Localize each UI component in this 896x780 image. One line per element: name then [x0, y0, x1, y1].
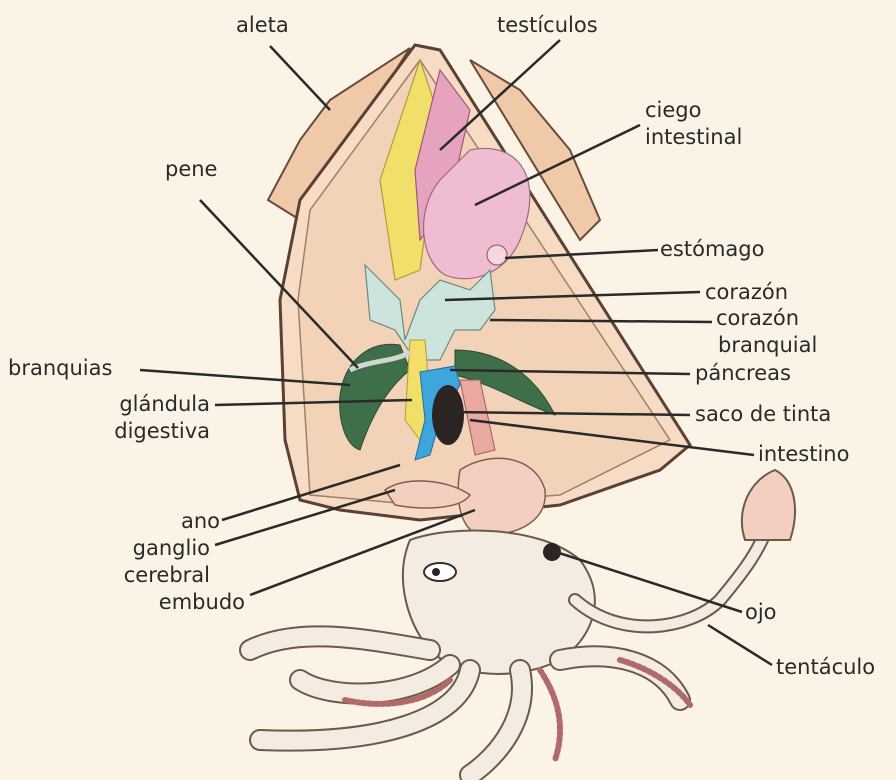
leader-aleta	[270, 46, 330, 110]
funnel-shape	[458, 458, 545, 535]
label-tentaculo: tentáculo	[776, 655, 875, 679]
label-estomago: estómago	[660, 237, 764, 261]
leader-tentaculo	[708, 625, 772, 665]
label-embudo: embudo	[130, 590, 245, 614]
label-ganglio-line1: ganglio	[100, 536, 210, 560]
label-pancreas: páncreas	[695, 361, 791, 385]
label-ciego-line2: intestinal	[645, 125, 742, 149]
label-glandula-line1: glándula	[95, 392, 210, 416]
label-pene: pene	[165, 157, 217, 181]
label-corazon-branquial-line1: corazón	[716, 306, 799, 330]
stomach-shape	[487, 245, 507, 265]
label-glandula-line2: digestiva	[95, 419, 210, 443]
label-ojo: ojo	[745, 600, 777, 624]
label-corazon-branquial-line2: branquial	[718, 333, 817, 357]
ink-sac-shape	[432, 385, 464, 445]
label-aleta: aleta	[236, 13, 289, 37]
label-saco-tinta: saco de tinta	[695, 402, 831, 426]
label-intestino: intestino	[758, 442, 849, 466]
arm-4-fill	[470, 670, 522, 775]
label-ano: ano	[110, 509, 220, 533]
label-ciego-line1: ciego	[645, 98, 701, 122]
suckers-2	[540, 670, 560, 760]
label-ganglio-line2: cerebral	[100, 563, 210, 587]
label-branquias: branquias	[8, 356, 112, 380]
label-testiculos: testículos	[497, 13, 598, 37]
tentacle-club	[742, 470, 795, 540]
label-corazon: corazón	[705, 280, 788, 304]
eye-left-pupil	[432, 568, 440, 576]
